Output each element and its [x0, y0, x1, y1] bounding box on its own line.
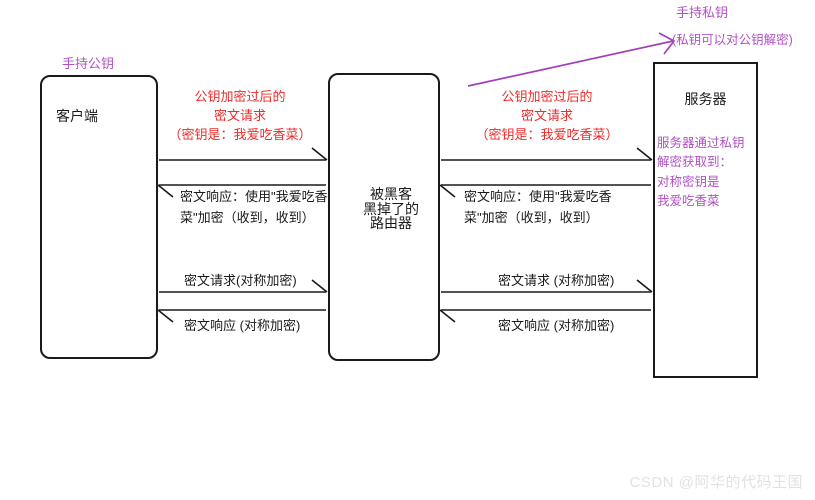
- arrow-response-2-right: [439, 309, 651, 323]
- flow-label-response-1-right: 密文响应：使用"我爱吃香 菜"加密（收到，收到）: [464, 189, 612, 226]
- node-router[interactable]: 被黑客 黑掉了的 路由器: [328, 73, 440, 361]
- flow-label-request-2-left: 密文请求(对称加密): [184, 273, 297, 288]
- private-key-holder-callout: 手持私钥: [676, 5, 729, 20]
- node-client[interactable]: 客户端: [40, 75, 158, 359]
- flow-label-request-2-right: 密文请求 (对称加密): [498, 273, 615, 288]
- arrow-request-2-left: [159, 279, 328, 293]
- caption-public-key-request-right: 公钥加密过后的 密文请求 （密钥是：我爱吃香菜）: [475, 89, 619, 142]
- node-router-label: 被黑客 黑掉了的 路由器: [363, 186, 419, 232]
- caption-public-key-request-left: 公钥加密过后的 密文请求 （密钥是：我爱吃香菜）: [168, 89, 312, 142]
- flow-label-response-1-left: 密文响应：使用"我爱吃香 菜"加密（收到，收到）: [180, 189, 328, 226]
- arrow-response-2-left: [157, 309, 326, 323]
- private-key-pointer-arrow: [467, 32, 676, 87]
- arrow-request-1-left: [159, 147, 328, 161]
- node-server[interactable]: 服务器: [653, 62, 758, 378]
- node-client-label: 客户端: [56, 108, 98, 124]
- arrow-request-2-right: [441, 279, 653, 293]
- public-key-holder-callout: 手持公钥: [62, 56, 115, 71]
- arrow-request-1-right: [441, 147, 653, 161]
- arrow-response-1-left: [157, 184, 326, 198]
- server-decrypt-note: 服务器通过私钥 解密获取到： 对称密钥是 我爱吃香菜: [657, 136, 745, 209]
- private-key-note: (私钥可以对公钥解密): [672, 33, 793, 47]
- watermark: CSDN @阿华的代码王国: [629, 474, 803, 491]
- flow-label-response-2-right: 密文响应 (对称加密): [498, 318, 615, 333]
- flow-label-response-2-left: 密文响应 (对称加密): [184, 318, 301, 333]
- arrow-response-1-right: [439, 184, 651, 198]
- node-server-label: 服务器: [684, 91, 727, 107]
